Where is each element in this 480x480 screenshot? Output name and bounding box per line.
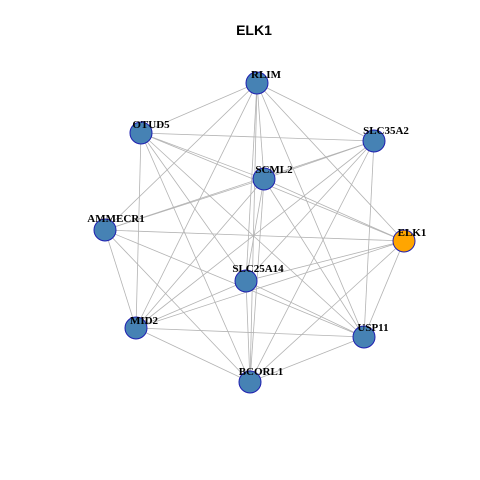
edge-elk1-slc25a14 bbox=[245, 240, 405, 282]
node-bcorl1 bbox=[238, 370, 262, 394]
edge-elk1-usp11 bbox=[363, 240, 405, 338]
node-label-usp11: USP11 bbox=[357, 322, 388, 334]
edge-otud5-slc25a14 bbox=[140, 132, 247, 282]
edge-rlim-elk1 bbox=[256, 82, 405, 242]
edge-otud5-bcorl1 bbox=[140, 132, 251, 383]
edge-usp11-bcorl1 bbox=[249, 336, 365, 383]
edge-slc35a2-ammecr1 bbox=[104, 140, 375, 231]
node-label-scml2: SCML2 bbox=[255, 164, 293, 176]
node-label-slc25a14: SLC25A14 bbox=[232, 263, 284, 275]
edge-elk1-mid2 bbox=[135, 240, 405, 329]
edge-slc25a14-bcorl1 bbox=[245, 280, 251, 383]
node-ammecr1 bbox=[93, 218, 117, 242]
edge-otud5-slc35a2 bbox=[140, 132, 375, 142]
edge-otud5-scml2 bbox=[140, 132, 265, 180]
edge-slc25a14-mid2 bbox=[135, 280, 247, 329]
node-slc25a14 bbox=[234, 269, 258, 293]
node-rlim bbox=[245, 71, 269, 95]
edge-layer bbox=[104, 82, 405, 383]
edge-otud5-mid2 bbox=[135, 132, 142, 329]
edge-rlim-otud5 bbox=[140, 82, 258, 134]
diagram-title: ELK1 bbox=[236, 22, 272, 38]
edge-rlim-bcorl1 bbox=[249, 82, 258, 383]
edge-mid2-usp11 bbox=[135, 327, 365, 338]
edge-rlim-ammecr1 bbox=[104, 82, 258, 231]
edge-slc35a2-bcorl1 bbox=[249, 140, 375, 383]
node-slc35a2 bbox=[362, 129, 386, 153]
edge-slc35a2-slc25a14 bbox=[245, 140, 375, 282]
edge-ammecr1-mid2 bbox=[104, 229, 137, 329]
node-scml2 bbox=[252, 167, 276, 191]
edge-rlim-slc35a2 bbox=[256, 82, 375, 142]
edge-scml2-slc25a14 bbox=[245, 178, 265, 282]
node-label-ammecr1: AMMECR1 bbox=[87, 213, 144, 225]
edge-scml2-usp11 bbox=[263, 178, 365, 338]
edge-scml2-elk1 bbox=[263, 178, 405, 242]
node-label-elk1: ELK1 bbox=[398, 227, 427, 239]
node-label-rlim: RLIM bbox=[251, 69, 282, 81]
edge-ammecr1-elk1 bbox=[104, 229, 405, 242]
edge-ammecr1-bcorl1 bbox=[104, 229, 251, 383]
edge-scml2-mid2 bbox=[135, 178, 265, 329]
node-label-bcorl1: BCORL1 bbox=[239, 366, 284, 378]
edge-ammecr1-usp11 bbox=[104, 229, 365, 338]
node-otud5 bbox=[129, 121, 153, 145]
node-label-slc35a2: SLC35A2 bbox=[363, 125, 409, 137]
edge-scml2-ammecr1 bbox=[104, 178, 265, 231]
node-label-otud5: OTUD5 bbox=[132, 119, 170, 131]
node-label-mid2: MID2 bbox=[130, 315, 159, 327]
node-usp11 bbox=[352, 325, 376, 349]
edge-rlim-scml2 bbox=[256, 82, 265, 180]
node-mid2 bbox=[124, 316, 148, 340]
edge-slc25a14-usp11 bbox=[245, 280, 365, 338]
edge-rlim-slc25a14 bbox=[245, 82, 258, 282]
edge-mid2-bcorl1 bbox=[135, 327, 251, 383]
node-elk1 bbox=[392, 229, 416, 253]
edge-rlim-mid2 bbox=[135, 82, 258, 329]
edge-slc35a2-usp11 bbox=[363, 140, 375, 338]
edge-otud5-usp11 bbox=[140, 132, 365, 338]
edge-elk1-bcorl1 bbox=[249, 240, 405, 383]
edge-otud5-elk1 bbox=[140, 132, 405, 242]
edge-slc35a2-mid2 bbox=[135, 140, 375, 329]
